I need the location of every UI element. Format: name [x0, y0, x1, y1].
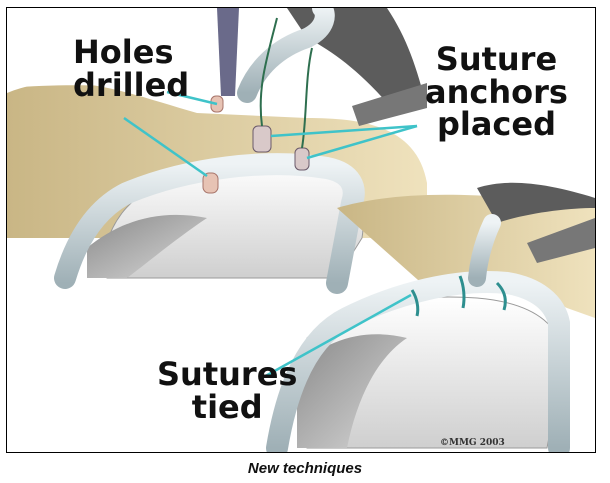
label-anchors-line-1: Suture [425, 43, 568, 76]
figure-caption: New techniques [0, 460, 610, 477]
label-holes-drilled: Holes drilled [73, 36, 189, 101]
labrum-top-strand [247, 8, 325, 93]
illustration-frame: Holes drilled Suture anchors placed Sutu… [6, 7, 596, 453]
label-sutures-tied: Sutures tied [157, 358, 297, 423]
label-holes-line-1: Holes [73, 36, 189, 69]
label-holes-line-2: drilled [73, 69, 189, 102]
label-sutures-line-2: tied [157, 391, 297, 424]
copyright-notice: ©MMG 2003 [440, 438, 505, 448]
label-anchors-line-3: placed [425, 108, 568, 141]
suture-anchor-1 [253, 126, 271, 152]
top-panel [7, 8, 427, 283]
label-suture-anchors-placed: Suture anchors placed [425, 43, 568, 141]
label-anchors-line-2: anchors [425, 76, 568, 109]
suture-anchor-2 [295, 148, 309, 170]
label-sutures-line-1: Sutures [157, 358, 297, 391]
